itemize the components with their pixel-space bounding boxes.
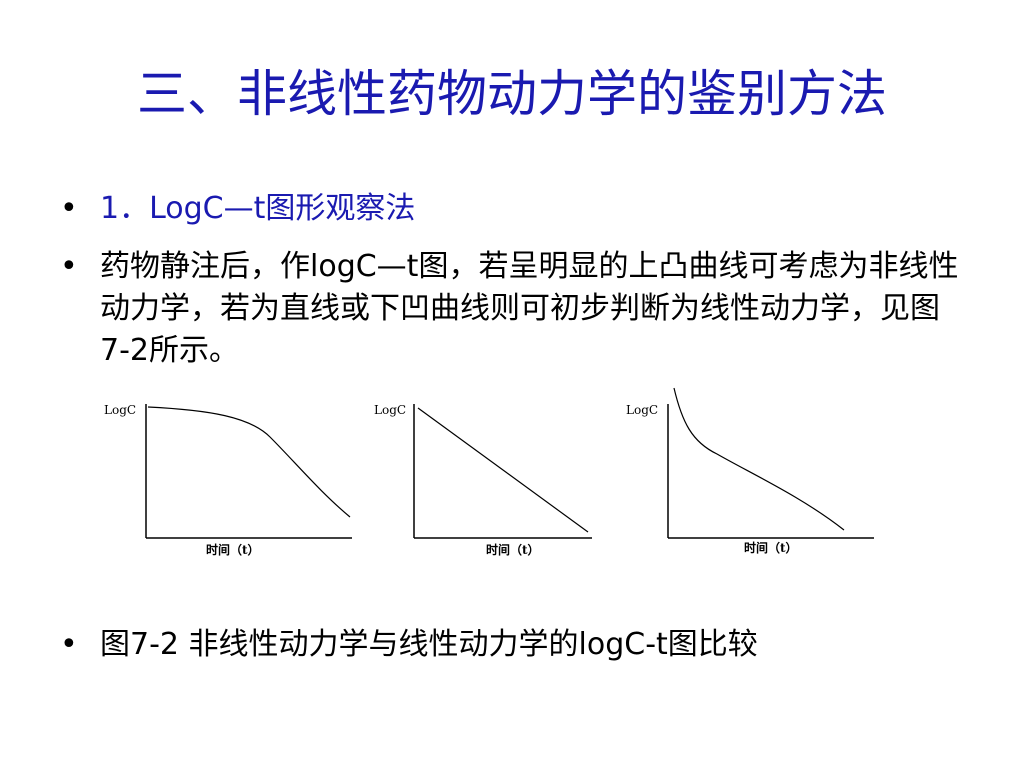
bullet-item-description: • 药物静注后，作logC—t图，若呈明显的上凸曲线可考虑为非线性动力学，若为直… [60, 246, 960, 372]
figure-panel-linear: LogC 时间（t） [370, 382, 600, 567]
x-axis-label: 时间（t） [744, 540, 798, 555]
slide-title: 三、非线性药物动力学的鉴别方法 [137, 65, 887, 123]
x-axis-label: 时间（t） [206, 542, 260, 557]
bullet-dot-icon: • [60, 191, 78, 226]
bullet-text: 药物静注后，作logC—t图，若呈明显的上凸曲线可考虑为非线性动力学，若为直线或… [100, 249, 959, 368]
concentration-curve [673, 387, 845, 531]
logc-t-chart-concave: LogC 时间（t） [626, 387, 874, 555]
figure-panel-convex: LogC 时间（t） [100, 382, 360, 567]
y-axis-label: LogC [626, 403, 658, 417]
bullet-dot-icon: • [60, 249, 78, 284]
bullet-text: 1．LogC—t图形观察法 [100, 191, 416, 226]
figure-caption: 图7-2 非线性动力学与线性动力学的logC-t图比较 [100, 627, 758, 662]
bullet-item-method: • 1．LogC—t图形观察法 [60, 188, 960, 230]
figure-panel-concave: LogC 时间（t） [622, 382, 882, 567]
y-axis-label: LogC [374, 403, 406, 417]
logc-t-chart-linear: LogC 时间（t） [374, 403, 592, 557]
bullet-dot-icon: • [60, 627, 78, 662]
logc-t-chart-convex: LogC 时间（t） [104, 403, 352, 557]
bullet-item-figure-caption: • 图7-2 非线性动力学与线性动力学的logC-t图比较 [60, 624, 960, 666]
concentration-curve [147, 406, 351, 518]
y-axis-label: LogC [104, 403, 136, 417]
concentration-line [417, 407, 589, 533]
x-axis-label: 时间（t） [486, 542, 540, 557]
